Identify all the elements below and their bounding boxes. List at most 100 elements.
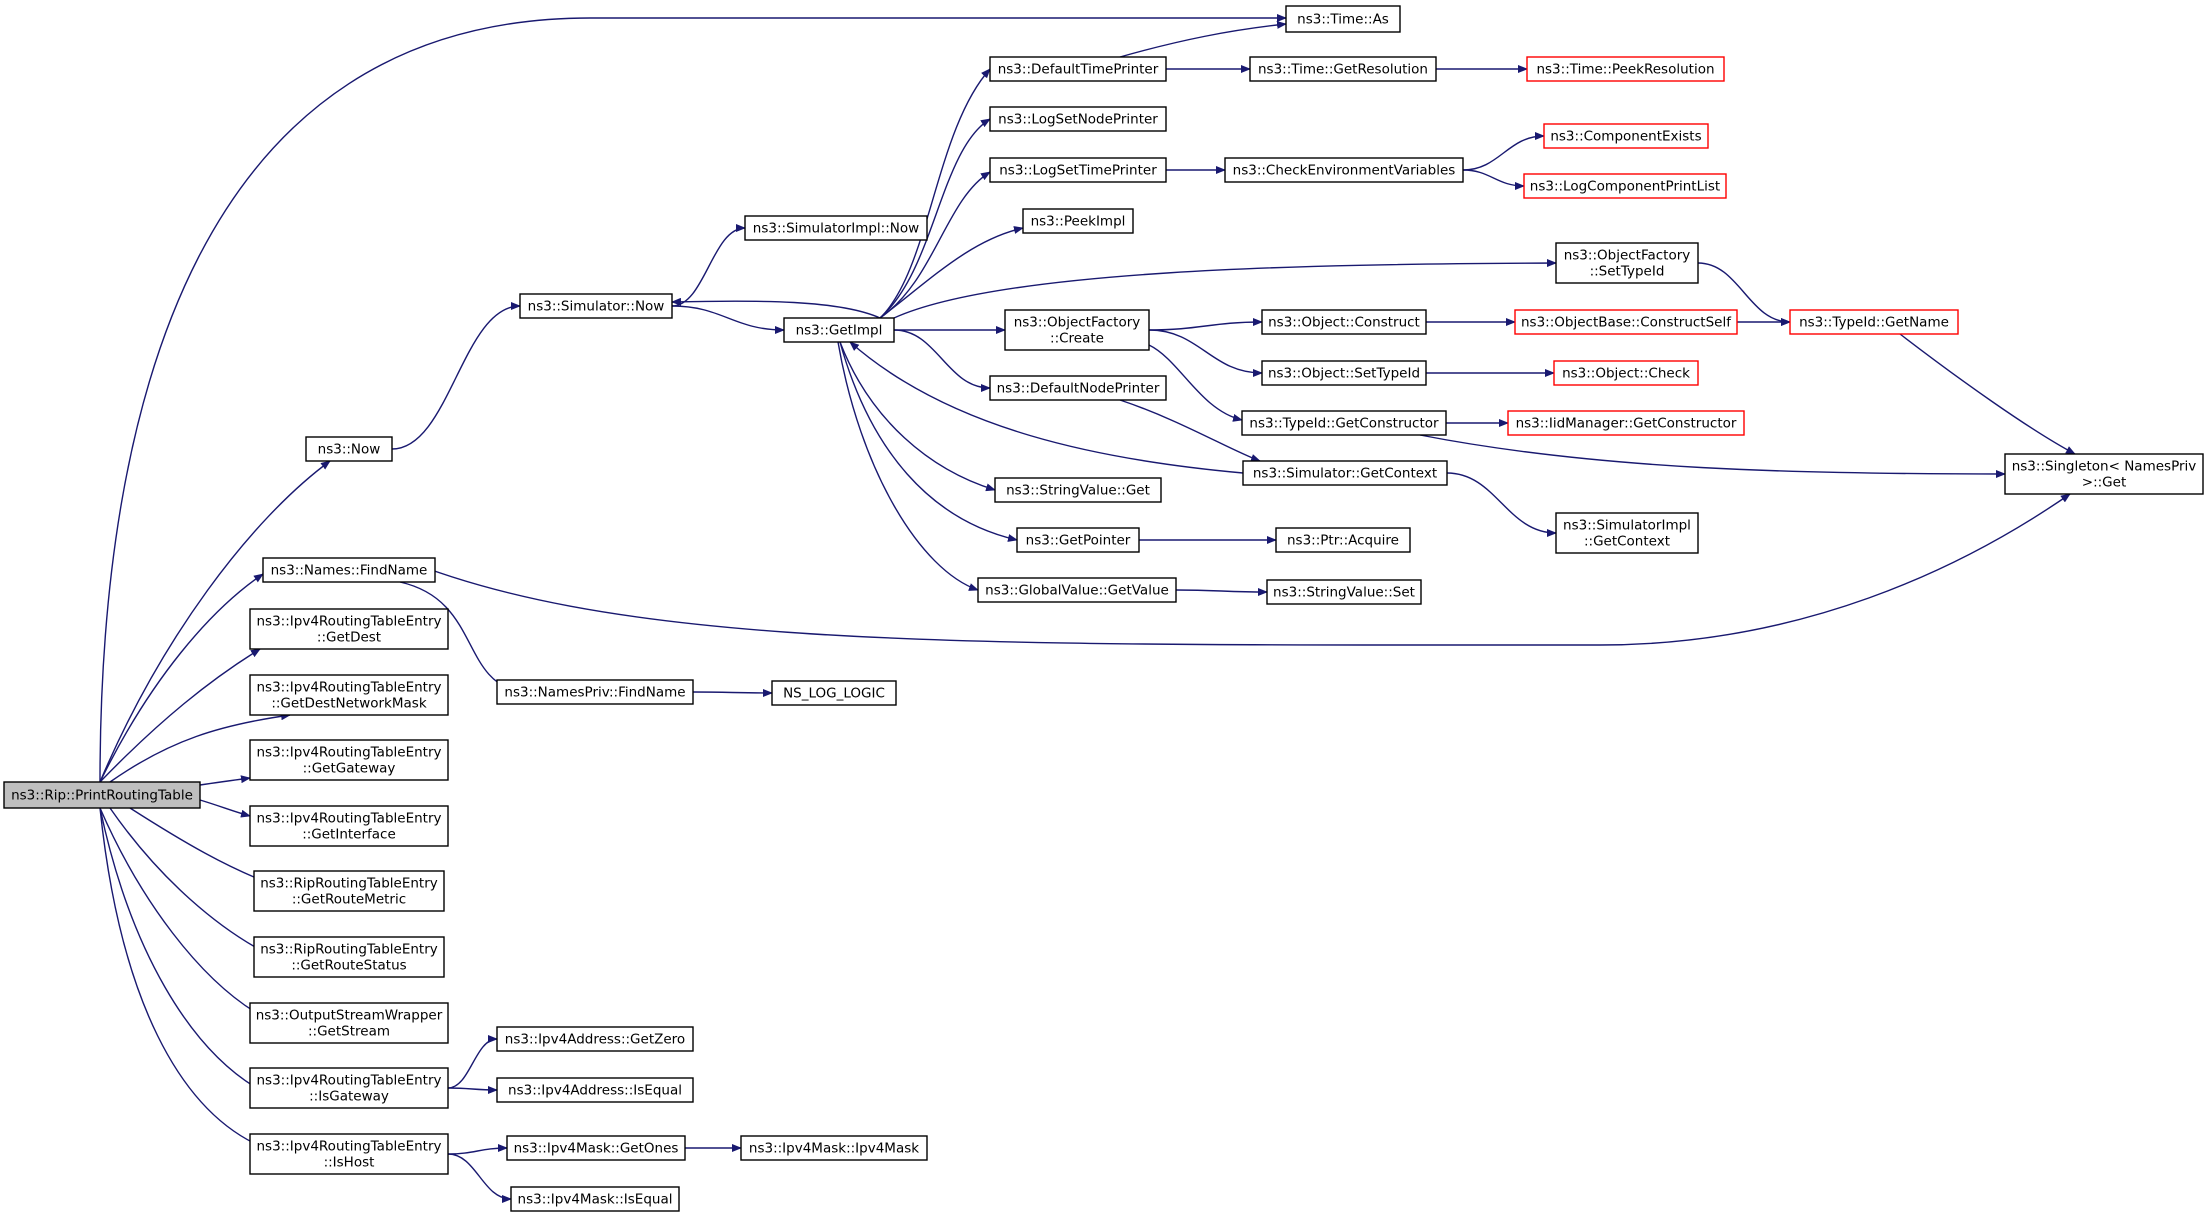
node-getpointer[interactable]: ns3::GetPointer — [1016, 527, 1140, 553]
edge-path — [1462, 132, 1545, 171]
node-getdest[interactable]: ns3::Ipv4RoutingTableEntry::GetDest — [249, 608, 449, 650]
node-typeidgetname[interactable]: ns3::TypeId::GetName — [1789, 309, 1959, 335]
node-isgateway[interactable]: ns3::Ipv4RoutingTableEntry::IsGateway — [249, 1067, 449, 1109]
node-box — [496, 1077, 694, 1103]
node-now[interactable]: ns3::Now — [305, 436, 393, 462]
node-box — [989, 375, 1167, 401]
node-stringvalueset[interactable]: ns3::StringValue::Set — [1266, 579, 1422, 605]
edge-path — [199, 775, 251, 786]
node-label: ns3::StringValue::Get — [1006, 483, 1150, 499]
node-root[interactable]: ns3::Rip::PrintRoutingTable — [3, 781, 201, 809]
node-box — [1543, 123, 1709, 149]
node-label: ns3::Ipv4Mask::Ipv4Mask — [749, 1141, 919, 1157]
node-label: ns3::DefaultTimePrinter — [998, 62, 1159, 78]
call-edge-simnow-to-getimpl — [671, 305, 785, 334]
node-timeas[interactable]: ns3::Time::As — [1285, 5, 1401, 33]
node-objcheck[interactable]: ns3::Object::Check — [1553, 360, 1699, 386]
call-edge-simgetcontext-to-simimplgetcontext — [1446, 472, 1557, 537]
node-getdestmask[interactable]: ns3::Ipv4RoutingTableEntry::GetDestNetwo… — [249, 674, 449, 716]
node-getroutestatus[interactable]: ns3::RipRoutingTableEntry::GetRouteStatu… — [253, 936, 445, 978]
node-getinterface[interactable]: ns3::Ipv4RoutingTableEntry::GetInterface — [249, 805, 449, 847]
node-stringvalueget[interactable]: ns3::StringValue::Get — [994, 477, 1162, 503]
call-edge-simgetcontext-to-getimpl — [849, 341, 1244, 474]
node-label: ns3::Ipv4RoutingTableEntry — [257, 614, 442, 630]
node-ishost[interactable]: ns3::Ipv4RoutingTableEntry::IsHost — [249, 1133, 449, 1175]
node-label: ns3::Ipv4Address::IsEqual — [508, 1083, 682, 1099]
node-singleton[interactable]: ns3::Singleton< NamesPriv>::Get — [2004, 453, 2204, 495]
call-edge-root-to-getdestmask — [109, 712, 291, 783]
node-label: ns3::DefaultNodePrinter — [997, 381, 1160, 397]
node-iidmgrgetctor[interactable]: ns3::IidManager::GetConstructor — [1507, 410, 1745, 436]
node-globalvaluegetvalue[interactable]: ns3::GlobalValue::GetValue — [977, 577, 1177, 603]
node-objsettypeid[interactable]: ns3::Object::SetTypeId — [1261, 360, 1427, 386]
node-label: ::GetRouteMetric — [292, 892, 406, 908]
node-label: ns3::PeekImpl — [1031, 214, 1126, 230]
node-box — [740, 1135, 928, 1161]
node-logcompprint[interactable]: ns3::LogComponentPrintList — [1523, 173, 1727, 199]
node-label: ns3::StringValue::Set — [1273, 585, 1415, 601]
node-label: ::GetInterface — [302, 827, 396, 843]
node-logsetnodeprinter[interactable]: ns3::LogSetNodePrinter — [989, 106, 1167, 132]
node-getroutemetric[interactable]: ns3::RipRoutingTableEntry::GetRouteMetri… — [253, 870, 445, 912]
edge-path — [109, 712, 291, 783]
node-peekimpl[interactable]: ns3::PeekImpl — [1022, 208, 1134, 234]
node-deftimeprinter[interactable]: ns3::DefaultTimePrinter — [989, 56, 1167, 82]
node-logsettimeprinter[interactable]: ns3::LogSetTimePrinter — [989, 157, 1167, 183]
node-ipv4maskgetones[interactable]: ns3::Ipv4Mask::GetOnes — [506, 1135, 686, 1161]
call-edge-getimpl-to-defnodeprinter — [893, 329, 991, 392]
edge-path — [671, 297, 881, 319]
call-edge-checkenv-to-logcompprint — [1462, 169, 1525, 190]
node-box — [783, 317, 895, 343]
node-objbaseconstructself[interactable]: ns3::ObjectBase::ConstructSelf — [1514, 309, 1738, 335]
edge-path — [199, 799, 251, 818]
edge-path — [1148, 344, 1243, 422]
call-edge-getimpl-to-logsettimeprinter — [879, 171, 991, 319]
call-edge-globalvaluegetvalue-to-stringvalueset — [1175, 587, 1268, 596]
node-label: ::GetStream — [308, 1024, 390, 1040]
node-ipv4maskisequal[interactable]: ns3::Ipv4Mask::IsEqual — [510, 1186, 680, 1212]
node-nsloglogic[interactable]: NS_LOG_LOGIC — [771, 680, 897, 706]
call-edge-ishost-to-ipv4maskgetones — [447, 1144, 508, 1155]
call-edge-getimpl-to-getpointer — [839, 341, 1018, 542]
node-box — [253, 936, 445, 978]
node-simimplnow[interactable]: ns3::SimulatorImpl::Now — [744, 215, 928, 241]
node-getimpl[interactable]: ns3::GetImpl — [783, 317, 895, 343]
node-ipv4maskctor[interactable]: ns3::Ipv4Mask::Ipv4Mask — [740, 1135, 928, 1161]
node-box — [1553, 360, 1699, 386]
node-simgetcontext[interactable]: ns3::Simulator::GetContext — [1242, 460, 1448, 486]
node-getgateway[interactable]: ns3::Ipv4RoutingTableEntry::GetGateway — [249, 739, 449, 781]
node-label: ::GetDest — [317, 630, 381, 646]
node-ofsettypeid[interactable]: ns3::ObjectFactory::SetTypeId — [1555, 242, 1699, 284]
node-box — [249, 1002, 449, 1044]
node-checkenv[interactable]: ns3::CheckEnvironmentVariables — [1224, 157, 1464, 183]
edge-path — [839, 341, 996, 492]
node-defnodeprinter[interactable]: ns3::DefaultNodePrinter — [989, 375, 1167, 401]
node-label: ns3::Singleton< NamesPriv — [2012, 459, 2197, 475]
node-ipv4addrgetzero[interactable]: ns3::Ipv4Address::GetZero — [496, 1026, 694, 1052]
node-simimplgetcontext[interactable]: ns3::SimulatorImpl::GetContext — [1555, 512, 1699, 554]
edge-path — [837, 341, 979, 591]
node-ofcreate[interactable]: ns3::ObjectFactory::Create — [1004, 309, 1150, 351]
edge-path — [99, 648, 261, 783]
node-box — [249, 608, 449, 650]
node-typeidgetctor[interactable]: ns3::TypeId::GetConstructor — [1241, 410, 1447, 436]
node-label: ::GetRouteStatus — [291, 958, 406, 974]
node-timepeekres[interactable]: ns3::Time::PeekResolution — [1526, 56, 1725, 82]
node-label: ns3::Ipv4RoutingTableEntry — [257, 811, 442, 827]
node-box — [1022, 208, 1134, 234]
node-ipv4addrisequal[interactable]: ns3::Ipv4Address::IsEqual — [496, 1077, 694, 1103]
node-getstream[interactable]: ns3::OutputStreamWrapper::GetStream — [249, 1002, 449, 1044]
node-label: ns3::Object::Construct — [1268, 315, 1420, 331]
edge-path — [447, 1153, 512, 1203]
call-edge-typeidgetname-to-singleton — [1899, 333, 2076, 455]
call-edge-getimpl-to-stringvalueget — [839, 341, 996, 492]
node-namesprivfindname[interactable]: ns3::NamesPriv::FindName — [496, 679, 694, 705]
node-ptracquire[interactable]: ns3::Ptr::Acquire — [1275, 527, 1411, 553]
node-objconstruct[interactable]: ns3::Object::Construct — [1261, 309, 1427, 335]
node-label: ns3::Ipv4RoutingTableEntry — [257, 680, 442, 696]
node-compexists[interactable]: ns3::ComponentExists — [1543, 123, 1709, 149]
node-namesfindname[interactable]: ns3::Names::FindName — [262, 557, 436, 583]
node-timegetres[interactable]: ns3::Time::GetResolution — [1249, 56, 1437, 82]
node-simnow[interactable]: ns3::Simulator::Now — [519, 293, 673, 319]
node-label: ::GetGateway — [303, 761, 396, 777]
